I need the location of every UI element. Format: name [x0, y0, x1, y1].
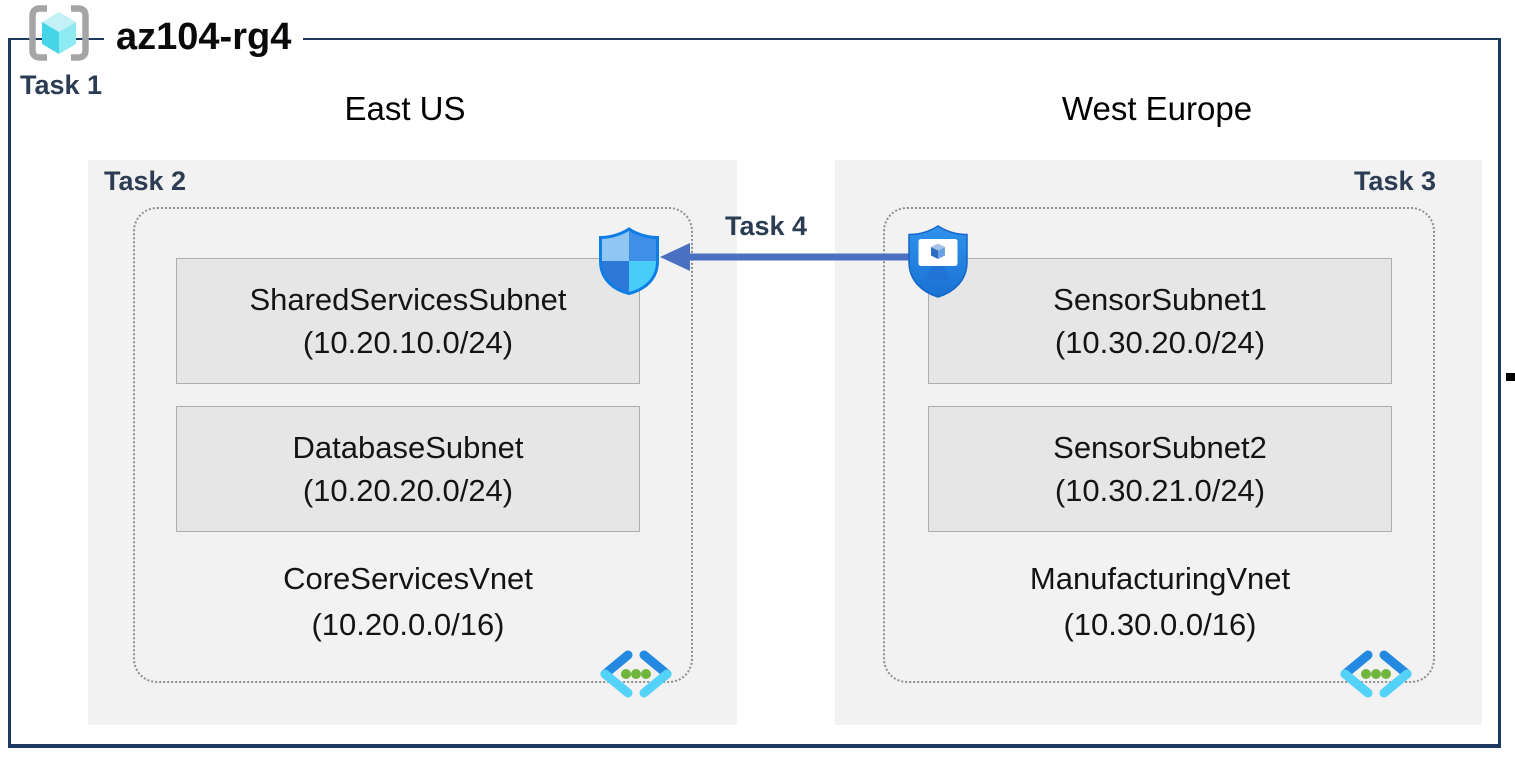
subnet-box-sharedservices: SharedServicesSubnet (10.20.10.0/24) — [176, 258, 640, 384]
subnet-cidr: (10.20.10.0/24) — [302, 325, 514, 360]
resource-group-icon — [29, 5, 89, 61]
task1-label: Task 1 — [20, 70, 103, 100]
resource-group-border — [8, 38, 1501, 748]
vnet-name: ManufacturingVnet — [1029, 561, 1291, 596]
subnet-cidr: (10.20.20.0/24) — [302, 473, 514, 508]
task2-label: Task 2 — [104, 166, 187, 196]
vnet-cidr: (10.20.0.0/16) — [311, 607, 505, 642]
resource-group-title: az104-rg4 — [104, 14, 304, 60]
subnet-name: DatabaseSubnet — [292, 430, 524, 465]
subnet-name: SharedServicesSubnet — [249, 282, 567, 317]
vnet-label-coreservices: CoreServicesVnet (10.20.0.0/16) — [176, 556, 640, 648]
region-label-west-europe: West Europe — [1061, 90, 1253, 127]
vnet-icon-east — [600, 650, 672, 698]
subnet-name: SensorSubnet2 — [1053, 430, 1267, 465]
peering-arrow — [660, 243, 912, 271]
vnet-label-manufacturing: ManufacturingVnet (10.30.0.0/16) — [928, 556, 1392, 648]
task4-label: Task 4 — [725, 211, 808, 241]
subnet-box-sensor1: SensorSubnet1 (10.30.20.0/24) — [928, 258, 1392, 384]
vnet-cidr: (10.30.0.0/16) — [1063, 607, 1257, 642]
subnet-name: SensorSubnet1 — [1053, 282, 1267, 317]
task3-label: Task 3 — [1353, 166, 1436, 196]
network-security-group-shield-icon — [599, 227, 659, 296]
vnet-boundary-coreservices — [133, 207, 693, 683]
subnet-cidr: (10.30.21.0/24) — [1054, 473, 1266, 508]
subnet-cidr: (10.30.20.0/24) — [1054, 325, 1266, 360]
vnet-boundary-manufacturing — [883, 207, 1435, 683]
edge-dash-mark — [1506, 373, 1515, 381]
vnet-name: CoreServicesVnet — [283, 561, 533, 596]
subnet-box-sensor2: SensorSubnet2 (10.30.21.0/24) — [928, 406, 1392, 532]
vnet-icon-west — [1340, 650, 1412, 698]
region-label-east-us: East US — [344, 90, 466, 127]
subnet-box-database: DatabaseSubnet (10.20.20.0/24) — [176, 406, 640, 532]
bastion-shield-monitor-icon — [908, 225, 968, 298]
